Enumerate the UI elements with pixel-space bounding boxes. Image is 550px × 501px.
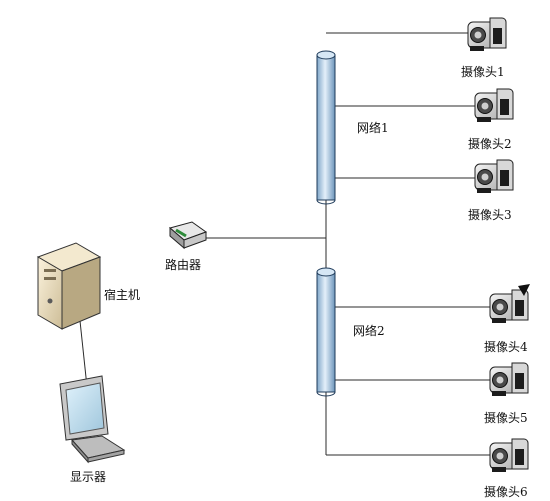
host-label: 宿主机 [104,288,141,302]
camera-label-5: 摄像头5 [484,411,528,425]
camera-icon-1 [467,17,507,52]
camera-4-flag-icon [518,284,530,296]
camera-icon-6 [489,438,529,473]
network-2-label: 网络2 [353,324,385,338]
network-2-bus [316,267,336,397]
camera-icon-4 [489,289,529,324]
camera-icon-3 [474,159,514,194]
router-label: 路由器 [165,258,202,272]
network-1-bus [316,50,336,205]
connection-lines [77,32,490,456]
camera-label-4: 摄像头4 [484,340,528,354]
network-1-label: 网络1 [357,121,389,135]
host-computer-icon [36,242,102,330]
camera-icon-2 [474,88,514,123]
camera-label-3: 摄像头3 [468,208,512,222]
camera-icon-5 [489,362,529,397]
camera-label-6: 摄像头6 [484,485,528,499]
monitor-label: 显示器 [70,470,107,484]
camera-label-1: 摄像头1 [461,65,505,79]
router-icon [168,221,208,250]
camera-label-2: 摄像头2 [468,137,512,151]
monitor-icon [59,375,126,464]
